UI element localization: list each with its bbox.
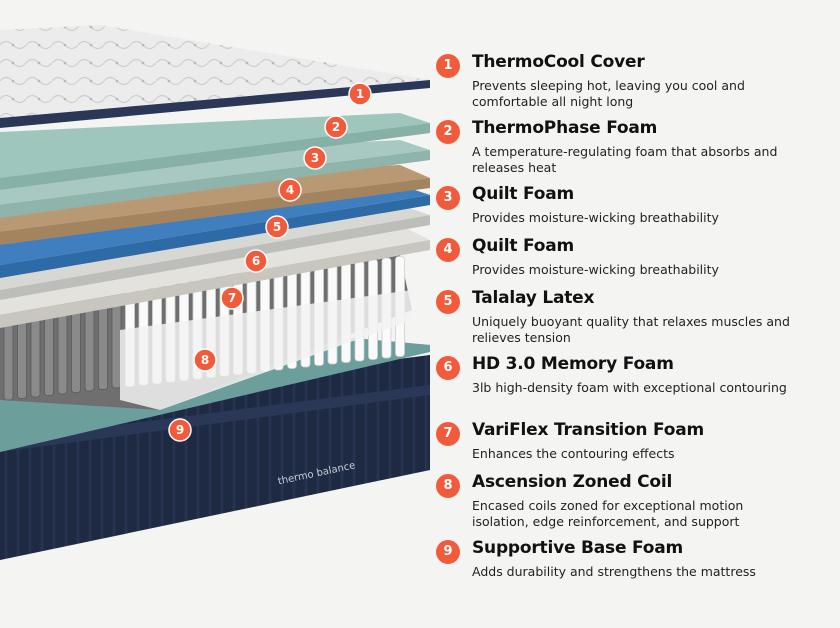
illustration-badge-3: 3 [303, 146, 327, 170]
layer-2-thermophase-foam [0, 113, 430, 178]
layer-description: Prevents sleeping hot, leaving you cool … [472, 78, 745, 109]
number-badge: 2 [436, 120, 460, 144]
layer-description: Provides moisture-wicking breathability [472, 262, 719, 277]
layer-description: Provides moisture-wicking breathability [472, 210, 719, 225]
layer-1-thermocool-cover [0, 25, 430, 128]
illustration-badge-6: 6 [244, 249, 268, 273]
layer-6-memory-foam [0, 205, 430, 290]
svg-text:9: 9 [176, 423, 184, 437]
layer-description: Uniquely buoyant quality that relaxes mu… [472, 314, 790, 345]
illustration-badge-2: 2 [324, 115, 348, 139]
svg-text:7: 7 [228, 291, 236, 305]
number-badge: 9 [436, 540, 460, 564]
svg-text:3: 3 [311, 151, 319, 165]
layer-title: Quilt Foam [472, 236, 575, 256]
layer-title: VariFlex Transition Foam [472, 420, 705, 440]
svg-text:2: 2 [332, 120, 340, 134]
layer-description: 3lb high-density foam with exceptional c… [472, 380, 787, 395]
layer-title: Ascension Zoned Coil [472, 472, 673, 492]
svg-text:8: 8 [201, 353, 209, 367]
illustration-badge-8: 8 [193, 348, 217, 372]
svg-text:5: 5 [273, 220, 281, 234]
number-badge: 8 [436, 474, 460, 498]
svg-text:1: 1 [356, 87, 364, 101]
illustration-badge-7: 7 [220, 286, 244, 310]
layer-title: HD 3.0 Memory Foam [472, 354, 674, 374]
svg-text:6: 6 [252, 254, 260, 268]
number-badge: 6 [436, 356, 460, 380]
illustration-badge-1: 1 [348, 82, 372, 106]
layer-title: Quilt Foam [472, 184, 575, 204]
layer-description: A temperature-regulating foam that absor… [472, 144, 778, 175]
svg-text:4: 4 [286, 183, 294, 197]
layer-description: Adds durability and strengthens the matt… [472, 564, 756, 579]
illustration-badge-9: 9 [168, 418, 192, 442]
number-badge: 4 [436, 238, 460, 262]
number-badge: 3 [436, 186, 460, 210]
illustration-badge-5: 5 [265, 215, 289, 239]
number-badge: 7 [436, 422, 460, 446]
layer-title: ThermoPhase Foam [472, 118, 658, 138]
number-badge: 5 [436, 290, 460, 314]
layer-title: ThermoCool Cover [472, 52, 645, 72]
layer-description: Encased coils zoned for exceptional moti… [472, 498, 744, 529]
layer-title: Talalay Latex [472, 288, 595, 308]
illustration-badge-4: 4 [278, 178, 302, 202]
number-badge: 1 [436, 54, 460, 78]
layer-description: Enhances the contouring effects [472, 446, 675, 461]
layer-title: Supportive Base Foam [472, 538, 684, 558]
